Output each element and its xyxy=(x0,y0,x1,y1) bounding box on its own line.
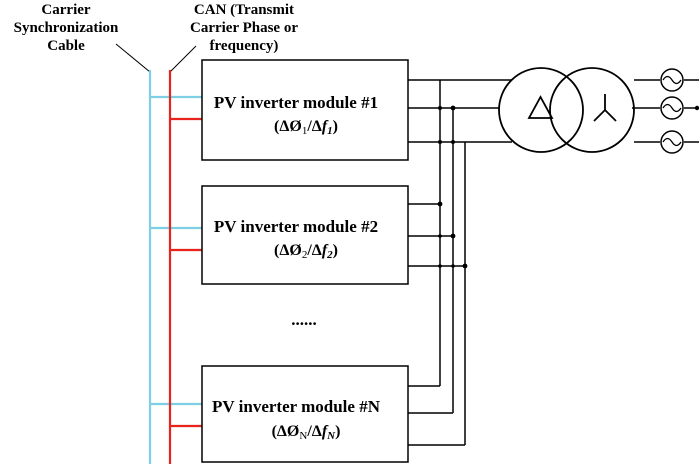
ac-source-icon xyxy=(660,96,684,120)
ac-source-icon xyxy=(660,68,684,92)
carrier-sync-label-line1: Carrier xyxy=(41,2,90,18)
module-2-title: PV inverter module #2 xyxy=(214,217,378,236)
can-label-line2: Carrier Phase or xyxy=(190,20,298,36)
module-box-2 xyxy=(201,185,409,285)
module-box-1 xyxy=(201,59,409,161)
transformer xyxy=(498,67,635,153)
can-bus xyxy=(168,70,202,464)
carrier-sync-label-line3: Cable xyxy=(47,38,85,54)
wye-icon xyxy=(593,94,617,122)
can-leader-line xyxy=(169,45,197,73)
delta-icon xyxy=(527,95,554,119)
grid-junction-dot xyxy=(694,105,699,111)
transformer-primary-winding xyxy=(498,67,584,153)
module-1-title: PV inverter module #1 xyxy=(214,93,378,112)
sync-cable xyxy=(148,70,202,464)
module-box-n xyxy=(201,365,409,463)
ac-wiring xyxy=(408,79,512,446)
module-1-formula: (ΔØ1/Δf1) xyxy=(274,118,338,137)
junction-dots xyxy=(437,105,468,269)
carrier-sync-label-line2: Synchronization xyxy=(14,20,119,36)
sync-leader-line xyxy=(115,43,151,73)
can-label-line1: CAN (Transmit xyxy=(194,2,294,18)
module-2-formula: (ΔØ2/Δf2) xyxy=(274,242,338,261)
module-n-title: PV inverter module #N xyxy=(212,397,381,416)
transformer-secondary-winding xyxy=(549,67,635,153)
module-n-formula: (ΔØN/ΔfN) xyxy=(272,423,341,442)
ellipsis: ...... xyxy=(291,310,317,329)
ac-source-icon xyxy=(660,130,684,154)
can-label-line3: frequency) xyxy=(210,38,279,54)
